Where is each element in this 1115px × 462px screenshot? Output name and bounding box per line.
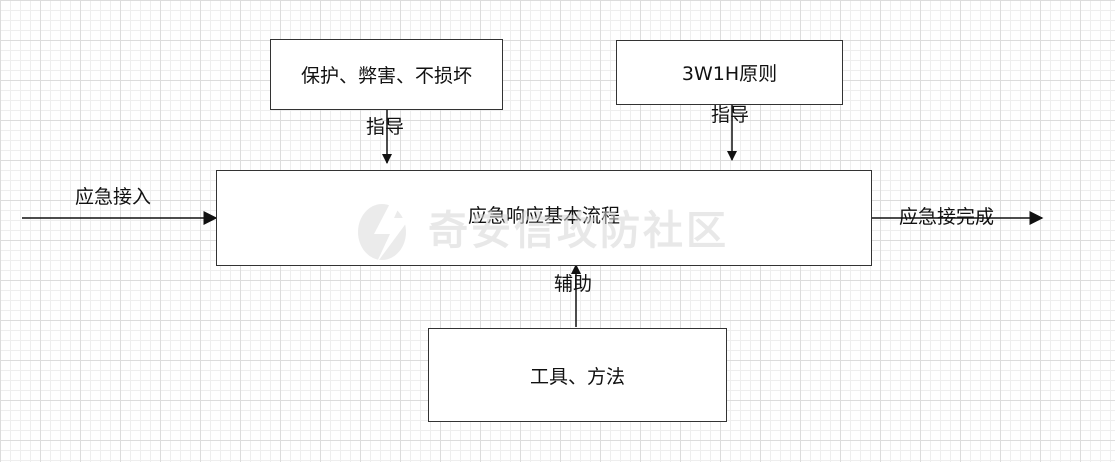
guide-right-label: 指导 <box>711 104 750 126</box>
principle-text: 3W1H原则 <box>681 63 778 85</box>
constraint-box: 保护、弊害、不损坏 <box>270 39 503 110</box>
main-process-text: 应急响应基本流程 <box>467 205 620 227</box>
main-process-box: 应急响应基本流程 <box>216 170 872 266</box>
assist-label: 辅助 <box>554 273 593 295</box>
constraint-text: 保护、弊害、不损坏 <box>300 65 472 87</box>
input-label: 应急接入 <box>75 186 152 208</box>
output-label: 应急接完成 <box>899 206 995 228</box>
tools-text: 工具、方法 <box>529 365 625 388</box>
principle-box: 3W1H原则 <box>616 40 843 105</box>
guide-left-label: 指导 <box>366 116 405 138</box>
tools-box: 工具、方法 <box>428 328 727 422</box>
